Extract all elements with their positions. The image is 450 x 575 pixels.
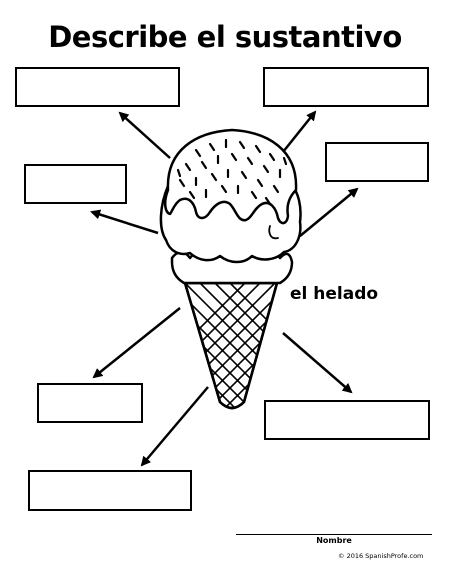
answer-box-5[interactable] bbox=[37, 383, 143, 423]
noun-label: el helado bbox=[290, 284, 379, 304]
arrow-to-box-2 bbox=[282, 110, 317, 153]
arrow-to-box-6 bbox=[282, 332, 353, 394]
arrow-to-box-3 bbox=[90, 209, 159, 235]
arrow-to-box-7 bbox=[140, 386, 209, 467]
sprinkles bbox=[176, 138, 288, 206]
answer-box-6[interactable] bbox=[264, 400, 430, 440]
answer-box-3[interactable] bbox=[24, 164, 127, 204]
answer-box-1[interactable] bbox=[15, 67, 180, 107]
arrows bbox=[90, 110, 359, 467]
ice-cream-cone-icon bbox=[159, 128, 302, 410]
name-label: Nombre bbox=[316, 536, 352, 545]
answer-box-4[interactable] bbox=[325, 142, 429, 182]
arrow-to-box-5 bbox=[92, 307, 181, 379]
answer-box-2[interactable] bbox=[263, 67, 429, 107]
arrow-to-box-1 bbox=[118, 111, 171, 159]
name-line[interactable] bbox=[236, 534, 432, 535]
copyright-text: © 2016 SpanishProfe.com bbox=[338, 552, 424, 560]
answer-box-7[interactable] bbox=[28, 470, 192, 511]
page-title: Describe el sustantivo bbox=[48, 20, 402, 54]
arrow-to-box-4 bbox=[299, 187, 359, 237]
